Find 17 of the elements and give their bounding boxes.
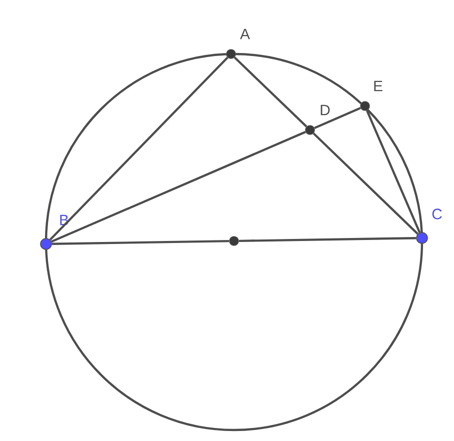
line-segment — [312, 132, 419, 235]
node-label: D — [320, 104, 330, 116]
line-segment — [238, 237, 416, 242]
line-segment — [52, 240, 230, 245]
labeled-point: E — [360, 80, 382, 111]
line-segment — [366, 110, 421, 234]
line-segment — [50, 130, 306, 243]
node-label: E — [374, 80, 382, 92]
line-segment — [49, 56, 228, 241]
center-point — [229, 236, 239, 246]
labeled-point: D — [305, 104, 330, 135]
line-segment — [314, 106, 361, 130]
line-segment — [234, 56, 308, 128]
node-label: C — [432, 208, 442, 220]
labeled-point: A — [226, 28, 250, 59]
labeled-point: C — [416, 208, 442, 244]
node-label: A — [240, 28, 250, 40]
